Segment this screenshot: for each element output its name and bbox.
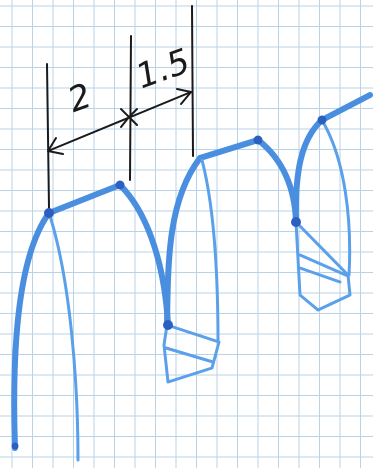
tooth-2-side-line	[200, 158, 220, 344]
gullet-2-bevel	[294, 220, 352, 312]
gullet-2-point	[291, 217, 301, 227]
tooth-2-top-land	[197, 137, 261, 161]
tooth-2-heel-point	[253, 135, 263, 145]
left-extension-line	[46, 63, 50, 209]
gullet-2-bevel-line-b	[298, 266, 342, 284]
gullet-1-bevel	[162, 323, 221, 384]
tooth-1-tip-point	[44, 208, 54, 218]
blade-teeth	[11, 92, 373, 462]
center-tick-mark-b	[120, 108, 138, 128]
tooth-3-side-line	[321, 120, 352, 277]
dimension-line	[47, 91, 192, 152]
gullet-1-point	[163, 320, 173, 330]
dimension-annotation	[46, 5, 194, 209]
tooth-1-heel-point	[115, 180, 125, 190]
tooth-1-side-line	[48, 214, 80, 462]
tooth-1-top-land	[46, 182, 123, 216]
right-arrowhead	[176, 88, 192, 105]
tooth-3-heel-point	[317, 115, 327, 125]
tooth-3-top-land	[319, 92, 373, 123]
gullet-2-bevel-line	[298, 253, 350, 278]
tooth-3-back	[292, 117, 325, 225]
gullet-1-bevel-line	[164, 346, 215, 364]
tooth-1-back	[11, 210, 52, 451]
tooth-2-back	[164, 155, 203, 328]
middle-extension-line	[129, 35, 132, 181]
left-arrowhead	[47, 137, 64, 155]
tooth-1-end-point	[11, 442, 19, 450]
right-extension-line	[191, 5, 194, 157]
